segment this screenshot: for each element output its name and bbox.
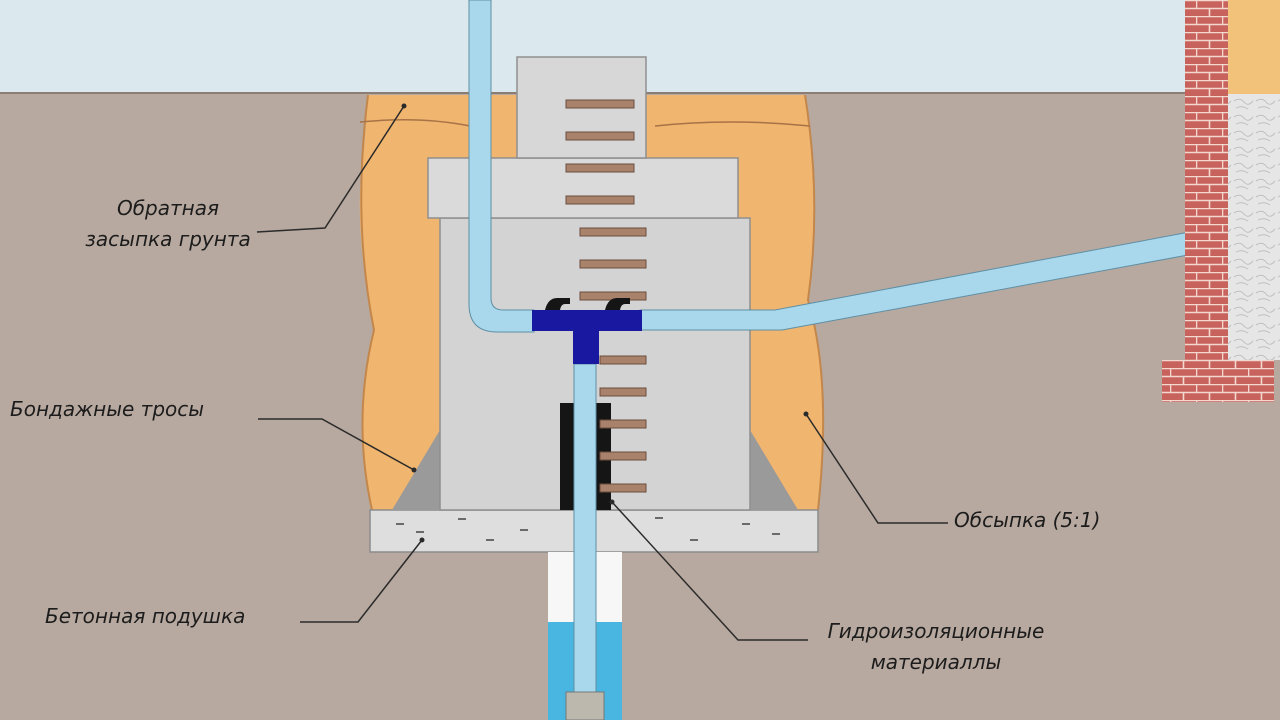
label-concrete-pad: Бетонная подушка (45, 604, 246, 628)
rising-pipe (573, 363, 597, 720)
label-sand-fill: Обсыпка (5:1) (954, 508, 1101, 532)
leader-backfill (256, 105, 405, 233)
leader-sand (805, 413, 948, 524)
house-wall-stone (1228, 94, 1280, 360)
label-backfill: Обратная засыпка грунта (58, 193, 278, 255)
label-waterproofing-line1: Гидроизоляционные (827, 619, 1045, 643)
label-cables: Бондажные тросы (10, 397, 205, 421)
leader-pad (300, 539, 423, 623)
label-waterproofing-line2: материаллы (870, 650, 1002, 674)
leader-cables (258, 418, 415, 471)
house-wall-siding (1228, 0, 1280, 94)
ladder-rungs-icon (565, 99, 647, 493)
brick-footing (1162, 360, 1274, 402)
adapter-fitting-icon (532, 310, 642, 331)
submersible-pump-icon (565, 691, 605, 720)
label-backfill-line1: Обратная (116, 196, 220, 220)
right-wedge (750, 430, 798, 510)
label-waterproofing: Гидроизоляционные материаллы (806, 616, 1066, 678)
leader-waterproofing (611, 501, 808, 641)
label-backfill-line2: засыпка грунта (85, 227, 251, 251)
brick-wall-icon (1185, 0, 1228, 360)
